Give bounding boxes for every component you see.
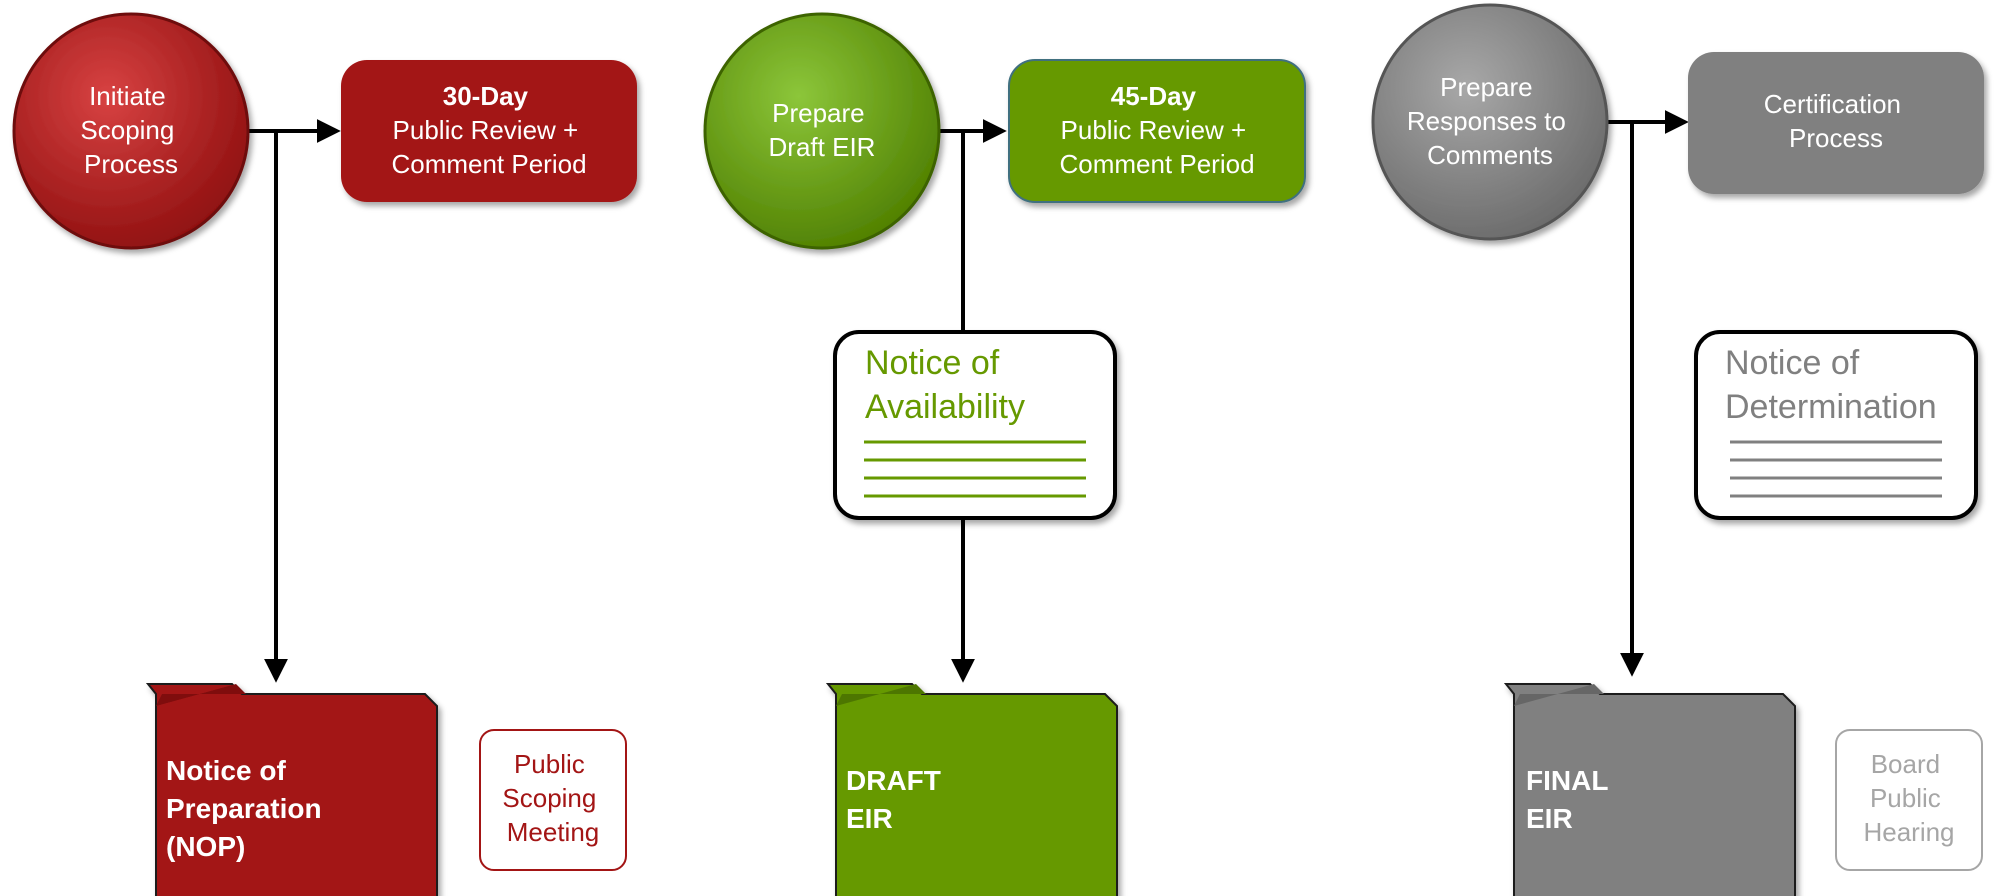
draft-eir-folder-icon: [825, 683, 1118, 896]
prepare-responses-circle: [1371, 3, 1609, 241]
initiate-scoping-label: Initiate Scoping Process: [80, 81, 181, 179]
initiate-scoping-circle: [12, 12, 250, 250]
certification-process-box: [1688, 52, 1984, 194]
review-period-box-45-day: [1008, 59, 1306, 203]
public-scoping-meeting-box: [479, 729, 627, 871]
phase-final: Prepare Responses to Comments Certificat…: [1371, 3, 1984, 896]
review-period-30-day-label: 30-Day Public Review + Comment Period: [391, 81, 586, 179]
phase-draft: Prepare Draft EIR 45-Day Public Review +…: [703, 12, 1306, 896]
nop-folder-label: Notice of Preparation (NOP): [166, 755, 329, 862]
board-public-hearing-box: [1835, 729, 1983, 871]
phase-nop: Initiate Scoping Process 30-Day Public R…: [12, 12, 637, 896]
prepare-draft-eir-label: Prepare Draft EIR: [769, 98, 876, 162]
review-period-45-day-label: 45-Day Public Review + Comment Period: [1059, 81, 1254, 179]
notice-of-availability-label: Notice of Availability: [865, 344, 1025, 426]
prepare-responses-label: Prepare Responses to Comments: [1407, 72, 1573, 170]
nop-folder-icon: [145, 683, 438, 896]
draft-eir-folder-label: DRAFT EIR: [846, 765, 949, 834]
review-period-box-30-day: [341, 60, 637, 202]
final-eir-folder-icon: [1503, 683, 1796, 896]
certification-process-label: Certification Process: [1764, 89, 1909, 153]
prepare-draft-eir-circle: [703, 12, 941, 250]
notice-of-availability-document-icon: [833, 330, 1117, 520]
final-eir-folder-label: FINAL EIR: [1526, 765, 1616, 834]
board-public-hearing-label: Board Public Hearing: [1863, 749, 1954, 847]
notice-of-determination-document-icon: [1694, 330, 1978, 520]
notice-of-determination-label: Notice of Determination: [1725, 344, 1937, 426]
public-scoping-meeting-label: Public Scoping Meeting: [502, 749, 603, 847]
